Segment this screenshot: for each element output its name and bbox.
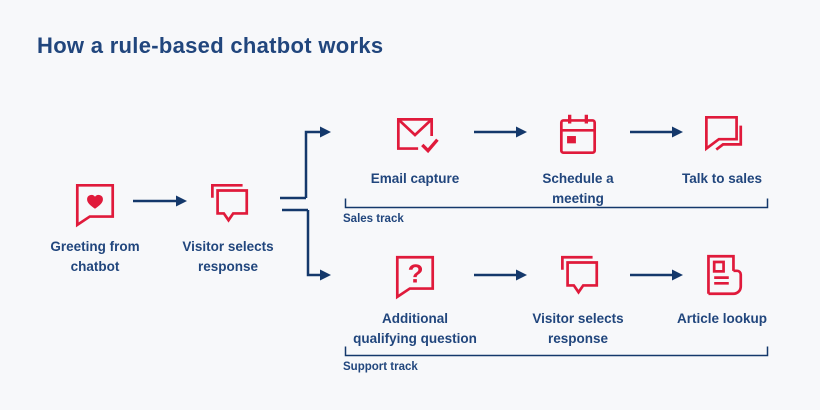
node-label: Article lookup — [676, 311, 767, 326]
fork-connector-support — [282, 208, 331, 281]
email-check-icon — [390, 110, 440, 160]
sales-track-bracket — [344, 198, 769, 209]
arrow-visitor-to-article — [630, 269, 683, 281]
node-schedule-meeting: Schedule a meeting — [503, 110, 653, 210]
node-label: Schedule a meeting — [542, 171, 614, 207]
chat-question-icon: ? — [390, 250, 440, 300]
chat-reply-icon — [697, 110, 747, 160]
calendar-icon — [553, 110, 603, 160]
node-label: Visitor selects response — [182, 239, 274, 275]
arrow-schedule-to-sales — [630, 126, 683, 138]
page-title: How a rule-based chatbot works — [37, 33, 384, 58]
news-article-icon — [697, 250, 747, 300]
support-track-bracket — [344, 346, 769, 357]
chat-heart-icon — [70, 178, 120, 228]
node-visitor-selects-2: Visitor selects response — [503, 250, 653, 350]
node-label: Greeting from chatbot — [50, 239, 140, 275]
node-label: Talk to sales — [681, 171, 763, 186]
node-talk-to-sales: Talk to sales — [647, 110, 797, 189]
arrow-email-to-schedule — [474, 126, 527, 138]
arrow-greeting-to-visitor — [133, 195, 187, 207]
node-qualifying-question: ? Additional qualifying question — [340, 250, 490, 350]
fork-connector-sales — [280, 126, 331, 200]
node-article-lookup: Article lookup — [647, 250, 797, 329]
sales-track-label: Sales track — [343, 213, 404, 225]
chat-multiple-icon — [203, 178, 253, 228]
node-label: Additional qualifying question — [353, 311, 477, 347]
node-visitor-selects-1: Visitor selects response — [153, 178, 303, 278]
arrow-question-to-visitor — [474, 269, 527, 281]
node-greeting: Greeting from chatbot — [20, 178, 170, 278]
node-label: Visitor selects response — [532, 311, 624, 347]
chat-multiple-icon — [553, 250, 603, 300]
svg-text:?: ? — [408, 258, 424, 288]
node-email-capture: Email capture — [340, 110, 490, 189]
support-track-label: Support track — [343, 361, 418, 373]
node-label: Email capture — [370, 171, 460, 186]
